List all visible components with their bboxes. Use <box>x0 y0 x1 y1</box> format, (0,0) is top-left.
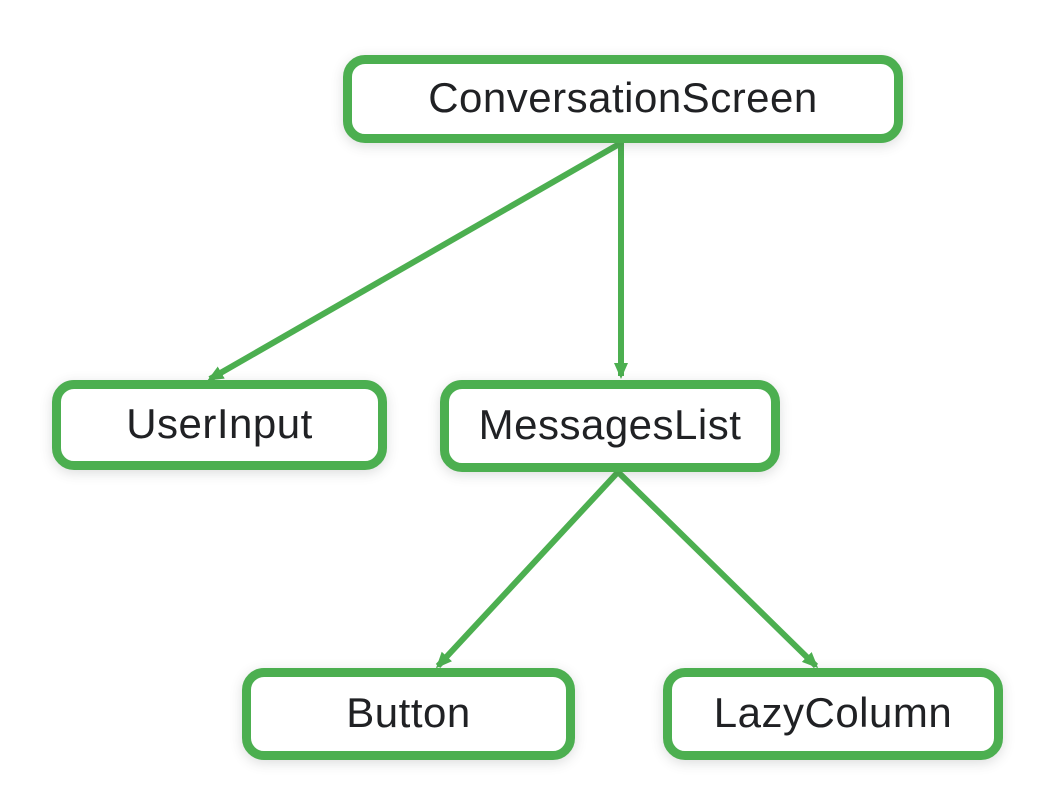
node-messages-list: MessagesList <box>440 380 780 472</box>
node-label: Button <box>346 689 471 736</box>
node-lazy-column: LazyColumn <box>663 668 1003 760</box>
node-conversation-screen: ConversationScreen <box>343 55 903 143</box>
edge-messageslist-lazycolumn <box>615 469 819 669</box>
edge-messageslist-button <box>435 469 621 669</box>
node-user-input: UserInput <box>52 380 387 470</box>
node-label: LazyColumn <box>713 689 953 736</box>
node-button: Button <box>242 668 575 760</box>
node-label: UserInput <box>126 400 313 447</box>
node-label: MessagesList <box>478 401 742 448</box>
node-label: ConversationScreen <box>428 74 818 121</box>
edge-conversationscreen-userinput <box>207 140 623 382</box>
